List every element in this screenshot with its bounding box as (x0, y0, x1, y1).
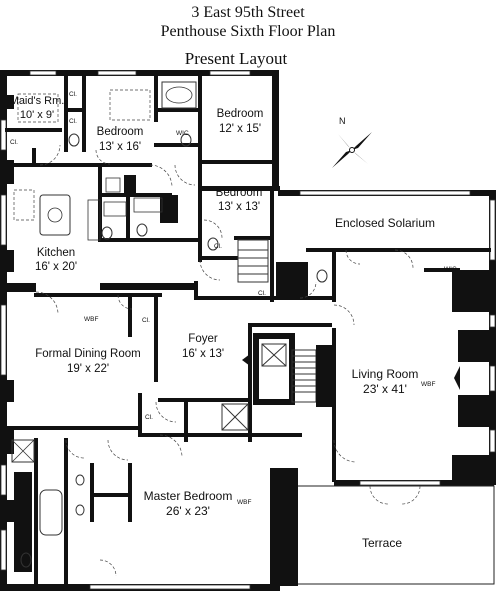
bedroom-2-size: 12' x 15' (219, 123, 261, 135)
closet-label: Cl. (214, 243, 222, 250)
room-label-living-room: Living Room 23' x 41' (352, 367, 419, 396)
bedroom-1-name: Bedroom (97, 126, 144, 138)
foyer-size: 16' x 13' (182, 348, 224, 360)
plan-title: Penthouse Sixth Floor Plan (161, 23, 336, 40)
walk-in-closet-label: WIC (176, 130, 189, 137)
closet-label: Cl. (258, 290, 266, 297)
interior-walls (5, 74, 491, 586)
kitchen-name: Kitchen (37, 247, 75, 259)
fixtures (11, 81, 460, 572)
living-room-name: Living Room (352, 367, 419, 381)
master-bedroom-name: Master Bedroom (144, 489, 233, 503)
walk-in-closet-label: WIC (444, 266, 457, 273)
small-labels: Cl. Cl. Cl. WIC Cl. Cl. WIC WBF Cl. Cl. … (10, 91, 457, 506)
closet-label: Cl. (10, 139, 18, 146)
closet-label: Cl. (145, 414, 153, 421)
maids-room-name: Maid's Rm. (10, 95, 65, 107)
fireplace-label-dining: WBF (84, 316, 98, 323)
room-label-kitchen: Kitchen 16' x 20' (35, 247, 77, 273)
room-label-terrace: Terrace (362, 536, 402, 550)
compass-rose-icon (332, 132, 372, 168)
room-label-bedroom-3: Bedroom 13' x 13' (216, 187, 263, 213)
bedroom-3-name: Bedroom (216, 187, 263, 199)
room-label-bedroom-2: Bedroom 12' x 15' (217, 108, 264, 135)
compass-north-label: N (339, 116, 346, 126)
room-label-formal-dining: Formal Dining Room 19' x 22' (35, 348, 140, 375)
closet-label: Cl. (69, 118, 77, 125)
room-label-enclosed-solarium: Enclosed Solarium (335, 216, 435, 230)
bedroom-1-size: 13' x 16' (99, 141, 141, 153)
room-label-bedroom-1: Bedroom 13' x 16' (97, 126, 144, 153)
fireplace-label-master: WBF (237, 499, 251, 506)
plan-subtitle: Present Layout (185, 49, 288, 68)
foyer-name: Foyer (188, 333, 218, 345)
stair-and-elevator (221, 239, 336, 431)
terrace-name: Terrace (362, 536, 402, 550)
living-room-size: 23' x 41' (363, 382, 407, 396)
room-label-master-bedroom: Master Bedroom 26' x 23' (144, 489, 233, 518)
address-title: 3 East 95th Street (191, 4, 305, 21)
solarium-name: Enclosed Solarium (335, 216, 435, 230)
dining-room-name: Formal Dining Room (35, 348, 140, 360)
room-label-maids-room: Maid's Rm. 10' x 9' (10, 95, 65, 121)
fireplace-label-living: WBF (421, 381, 435, 388)
windows (0, 70, 496, 590)
closet-label: Cl. (69, 91, 77, 98)
maids-room-size: 10' x 9' (20, 109, 54, 121)
bedroom-2-name: Bedroom (217, 108, 264, 120)
wall-piers (0, 95, 492, 586)
master-bedroom-size: 26' x 23' (166, 504, 210, 518)
kitchen-size: 16' x 20' (35, 261, 77, 273)
room-label-foyer: Foyer 16' x 13' (182, 333, 224, 360)
bedroom-3-size: 13' x 13' (218, 201, 260, 213)
dining-room-size: 19' x 22' (67, 363, 109, 375)
door-swings (35, 144, 421, 577)
closet-label: Cl. (142, 317, 150, 324)
